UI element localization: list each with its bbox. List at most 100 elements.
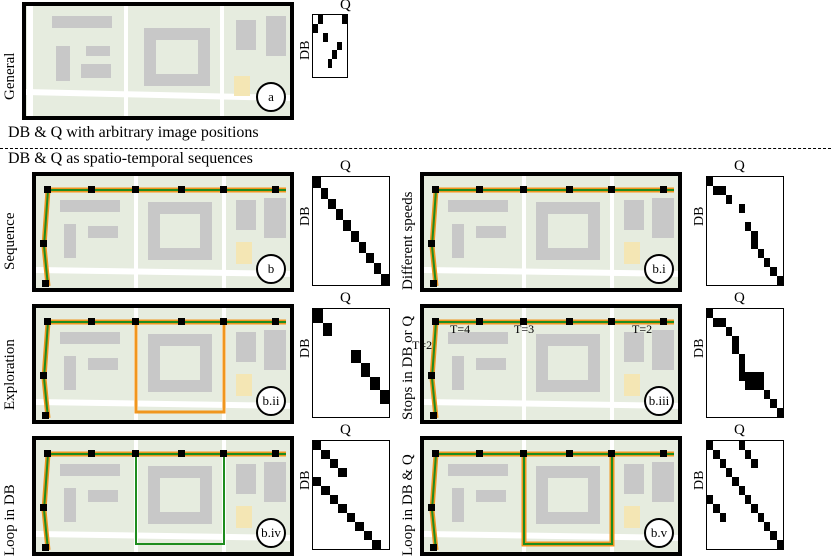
- similarity-matrix-bi: [706, 176, 784, 286]
- matrix-cell: [751, 231, 758, 240]
- matrix-cell: [317, 15, 323, 24]
- matrix-cell: [313, 177, 321, 188]
- matrix-cell: [327, 59, 333, 69]
- matrix-cell: [358, 241, 367, 253]
- panel-id-biv: b.iv: [256, 518, 286, 548]
- matrix-cell: [370, 376, 380, 390]
- matrix-cell: [732, 477, 739, 486]
- matrix-cell: [738, 354, 745, 363]
- matrix-cell: [351, 231, 359, 242]
- matrix-cell: [719, 318, 726, 327]
- matrix-cell: [745, 495, 752, 504]
- similarity-matrix-bv: [706, 440, 784, 550]
- matrix-cell: [381, 274, 389, 285]
- matrix-cell: [322, 322, 332, 336]
- matrix-cell: [366, 252, 374, 264]
- matrix-cell: [322, 32, 328, 42]
- section-divider: [0, 148, 831, 149]
- matrix-cell: [321, 450, 330, 459]
- stop-duration-label: T=4: [450, 322, 471, 336]
- matrix-cell: [713, 186, 720, 195]
- panel-id-biii: b.iii: [644, 386, 674, 416]
- matrix-cell: [707, 309, 714, 318]
- map-svg-bii: [36, 308, 290, 420]
- matrix-cell: [713, 504, 720, 513]
- q-axis-label-biv: Q: [340, 422, 351, 438]
- matrix-cell: [776, 540, 783, 549]
- matrix-cell: [707, 441, 714, 450]
- map-svg-biii: [424, 308, 678, 420]
- matrix-cell: [764, 390, 771, 399]
- similarity-matrix-b: [312, 176, 390, 286]
- matrix-cell: [332, 50, 338, 60]
- matrix-cell: [757, 249, 764, 258]
- matrix-cell: [707, 177, 714, 186]
- matrix-cell: [751, 240, 758, 249]
- matrix-cell: [373, 263, 382, 275]
- matrix-cell: [726, 327, 733, 336]
- matrix-cell: [745, 372, 752, 381]
- matrix-cell: [745, 222, 752, 231]
- matrix-cell: [343, 220, 351, 231]
- panel-label-bi: Different speeds: [400, 191, 416, 290]
- q-axis-label-biii: Q: [734, 290, 745, 306]
- matrix-cell: [757, 513, 764, 522]
- q-axis-label-b: Q: [340, 158, 351, 174]
- matrix-cell: [360, 363, 370, 377]
- matrix-cell: [751, 504, 758, 513]
- matrix-cell: [738, 363, 745, 372]
- panel-label-general: General: [2, 52, 18, 100]
- map-svg-biv: [36, 440, 290, 552]
- matrix-cell: [751, 381, 758, 390]
- caption-sequences: DB & Q as spatio-temporal sequences: [8, 150, 253, 167]
- map-panel-a: a: [22, 2, 294, 120]
- matrix-cell: [346, 513, 356, 522]
- similarity-matrix-bii: [312, 308, 390, 418]
- q-axis-label-bi: Q: [734, 158, 745, 174]
- similarity-matrix-biv: [312, 440, 390, 550]
- matrix-cell: [713, 318, 720, 327]
- panel-id-a: a: [256, 82, 286, 112]
- matrix-cell: [732, 345, 739, 354]
- matrix-cell: [329, 459, 339, 468]
- matrix-cell: [764, 522, 771, 531]
- map-svg-b: [36, 176, 290, 288]
- panel-id-bii: b.ii: [256, 386, 286, 416]
- matrix-cell: [751, 459, 758, 468]
- panel-label-biv: Loop in DB: [2, 484, 18, 556]
- matrix-cell: [313, 23, 318, 33]
- matrix-cell: [770, 267, 777, 276]
- map-panel-biii: b.iii: [420, 304, 682, 424]
- matrix-cell: [313, 477, 322, 486]
- matrix-cell: [719, 186, 726, 195]
- matrix-cell: [321, 486, 330, 495]
- matrix-cell: [351, 349, 361, 363]
- panel-label-biii: Stops in DB or Q: [400, 315, 416, 420]
- panel-id-bv: b.v: [644, 518, 674, 548]
- caption-arbitrary: DB & Q with arbitrary image positions: [8, 124, 259, 141]
- similarity-matrix-a: [312, 14, 348, 78]
- matrix-cell: [328, 198, 336, 210]
- map-svg-bi: [424, 176, 678, 288]
- matrix-cell: [726, 468, 733, 477]
- matrix-cell: [329, 495, 339, 504]
- panel-label-bv: Loop in DB & Q: [400, 454, 416, 556]
- matrix-cell: [338, 468, 347, 477]
- panel-label-bii: Exploration: [2, 339, 18, 410]
- map-panel-bi: b.i: [420, 172, 682, 292]
- similarity-matrix-biii: [706, 308, 784, 418]
- matrix-cell: [320, 187, 329, 199]
- matrix-cell: [770, 531, 777, 540]
- matrix-cell: [738, 441, 745, 450]
- matrix-cell: [337, 41, 343, 51]
- panel-id-bi: b.i: [644, 254, 674, 284]
- stop-duration-label: T=2: [632, 322, 653, 336]
- matrix-cell: [770, 399, 777, 408]
- q-axis-label-a: Q: [340, 0, 351, 13]
- panel-id-b: b: [256, 254, 286, 284]
- q-axis-label-bv: Q: [734, 422, 745, 438]
- matrix-cell: [338, 504, 347, 513]
- matrix-cell: [751, 372, 758, 381]
- map-svg-bv: [424, 440, 678, 552]
- matrix-cell: [732, 336, 739, 345]
